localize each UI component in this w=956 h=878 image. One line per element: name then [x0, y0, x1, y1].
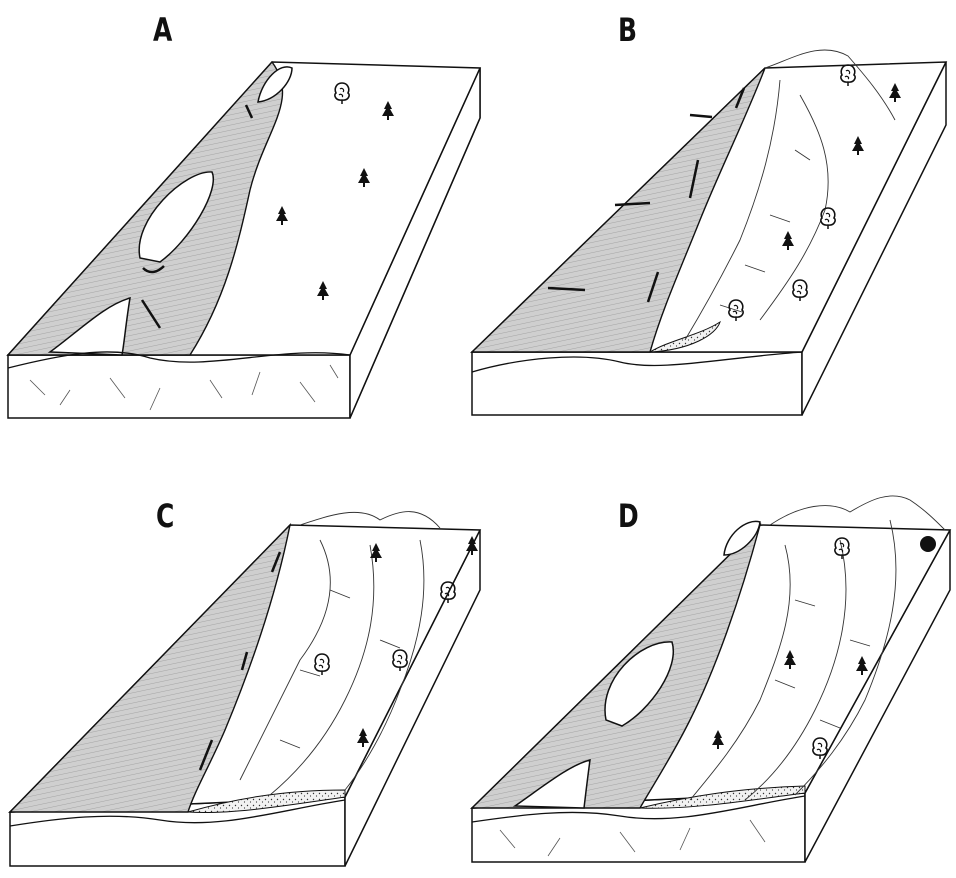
panel-a [8, 62, 480, 418]
block-front-face [8, 355, 350, 418]
panel-d [472, 496, 950, 862]
panel-c [10, 512, 480, 866]
panel-b [472, 50, 946, 415]
deciduous-tree-icon [920, 536, 936, 552]
